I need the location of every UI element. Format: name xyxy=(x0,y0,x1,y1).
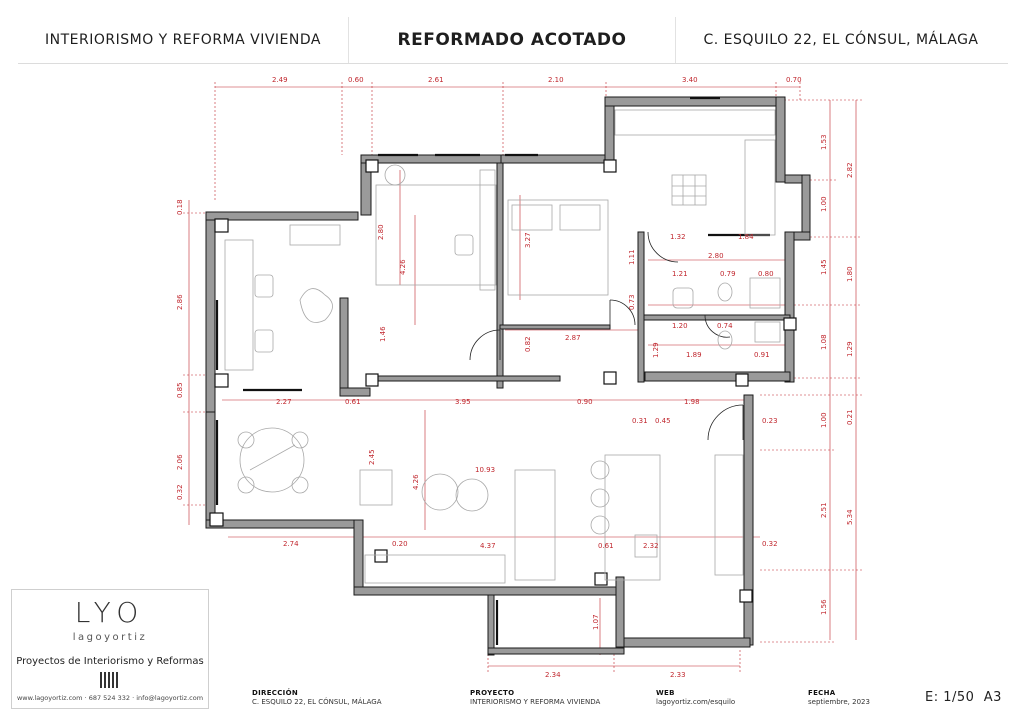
company-logo-block: LYO lagoyortiz Proyectos de Interiorismo… xyxy=(11,589,209,709)
dim-int-1: 2.80 xyxy=(377,224,385,240)
dim-int-4: 3.27 xyxy=(524,232,532,248)
dim-right-outer-4: 0.21 xyxy=(846,409,854,425)
dim-int-27: 0.23 xyxy=(762,417,778,425)
furniture xyxy=(224,109,781,584)
footer-direccion-value: C. ESQUILO 22, EL CÓNSUL, MÁLAGA xyxy=(252,698,382,706)
footer-web-value: lagoyortiz.com/esquilo xyxy=(656,698,736,706)
dim-right-inner-2: 1.00 xyxy=(820,196,828,212)
dim-int-25: 0.31 xyxy=(632,417,648,425)
dim-int-31: 2.74 xyxy=(283,540,299,548)
dim-int-2: 4.26 xyxy=(399,259,407,275)
dim-right-inner-4: 1.08 xyxy=(820,334,828,350)
footer-direccion: DIRECCIÓN C. ESQUILO 22, EL CÓNSUL, MÁLA… xyxy=(252,689,382,706)
dim-int-7: 0.82 xyxy=(524,336,532,352)
dim-right-outer-1: 2.82 xyxy=(846,162,854,178)
dim-top-5: 3.40 xyxy=(682,76,698,84)
dim-int-29: 10.93 xyxy=(475,466,495,474)
footer-fecha: FECHA septiembre, 2023 xyxy=(808,689,870,706)
dim-int-8: 2.87 xyxy=(565,334,581,342)
header-project-type: INTERIORISMO Y REFORMA VIVIENDA xyxy=(45,32,321,48)
dim-int-10: 1.84 xyxy=(738,233,754,241)
dim-right-inner-3: 1.45 xyxy=(820,259,828,275)
dim-left-4: 2.06 xyxy=(176,454,184,470)
dim-left-2: 2.86 xyxy=(176,294,184,310)
footer-proyecto-value: INTERIORISMO Y REFORMA VIVIENDA xyxy=(470,698,601,706)
dim-right-outer-3: 1.29 xyxy=(846,341,854,357)
walls xyxy=(205,96,811,656)
dim-top-1: 2.49 xyxy=(272,76,288,84)
footer-web: WEB lagoyortiz.com/esquilo xyxy=(656,689,735,706)
interior-dimension-labels: 2.80 4.26 1.46 3.27 1.11 0.73 0.82 2.87 … xyxy=(276,224,778,630)
dim-int-15: 1.20 xyxy=(672,322,688,330)
drawing-scale: E: 1/50 A3 xyxy=(925,690,1002,705)
footer-proyecto: PROYECTO INTERIORISMO Y REFORMA VIVIENDA xyxy=(470,689,600,706)
dim-int-22: 3.95 xyxy=(455,398,471,406)
dim-int-12: 1.21 xyxy=(672,270,688,278)
dim-right-inner-5: 1.00 xyxy=(820,412,828,428)
doors xyxy=(469,231,744,441)
dimension-labels: 2.49 0.60 2.61 2.10 3.40 0.70 2.34 2.33 … xyxy=(176,76,854,679)
dim-right-outer-2: 1.80 xyxy=(846,266,854,282)
windows xyxy=(215,96,770,645)
dim-right-inner-6: 2.51 xyxy=(820,502,828,518)
dim-top-3: 2.61 xyxy=(428,76,444,84)
dim-int-30: 4.26 xyxy=(412,474,420,490)
dim-int-17: 1.29 xyxy=(652,342,660,358)
dim-int-3: 1.46 xyxy=(379,326,387,342)
dim-top-6: 0.70 xyxy=(786,76,802,84)
footer-web-label: WEB xyxy=(656,689,675,697)
dim-int-9: 1.32 xyxy=(670,233,686,241)
dim-int-13: 0.79 xyxy=(720,270,736,278)
footer-fecha-label: FECHA xyxy=(808,689,836,697)
scale-value: E: 1/50 xyxy=(925,690,975,705)
dim-bottom-2: 2.33 xyxy=(670,671,686,679)
dim-int-37: 1.07 xyxy=(592,614,600,630)
logo-name: lagoyortiz xyxy=(72,632,148,643)
dim-top-2: 0.60 xyxy=(348,76,364,84)
title-block-header: INTERIORISMO Y REFORMA VIVIENDA REFORMAD… xyxy=(18,17,1008,64)
dim-int-11: 2.80 xyxy=(708,252,724,260)
dim-right-outer-5: 5.34 xyxy=(846,509,854,525)
dim-right-inner-1: 1.53 xyxy=(820,134,828,150)
dim-int-6: 0.73 xyxy=(628,294,636,310)
dim-int-21: 0.61 xyxy=(345,398,361,406)
dimension-lines xyxy=(183,82,862,672)
dim-int-36: 0.32 xyxy=(762,540,778,548)
dim-int-35: 2.32 xyxy=(643,542,659,550)
dim-int-34: 0.61 xyxy=(598,542,614,550)
paper-size: A3 xyxy=(983,690,1002,705)
footer-fecha-value: septiembre, 2023 xyxy=(808,698,870,706)
dim-int-19: 0.91 xyxy=(754,351,770,359)
dim-int-20: 2.27 xyxy=(276,398,292,406)
dim-right-inner-7: 1.56 xyxy=(820,599,828,615)
footer-proyecto-label: PROYECTO xyxy=(470,689,515,697)
dim-int-23: 0.90 xyxy=(577,398,593,406)
header-address: C. ESQUILO 22, EL CÓNSUL, MÁLAGA xyxy=(703,32,979,48)
header-drawing-title: REFORMADO ACOTADO xyxy=(348,17,676,63)
dim-left-3: 0.85 xyxy=(176,382,184,398)
dim-left-1: 0.18 xyxy=(176,199,184,215)
dim-int-26: 0.45 xyxy=(655,417,671,425)
logo-mark: LYO xyxy=(74,596,146,629)
dim-int-28: 2.45 xyxy=(368,449,376,465)
dim-int-18: 1.89 xyxy=(686,351,702,359)
dim-top-4: 2.10 xyxy=(548,76,564,84)
logo-tagline: Proyectos de Interiorismo y Reformas xyxy=(16,656,204,667)
logo-contact: www.lagoyortiz.com · 687 524 332 · info@… xyxy=(16,694,204,702)
dim-int-32: 0.20 xyxy=(392,540,408,548)
dim-int-16: 0.74 xyxy=(717,322,733,330)
dim-int-33: 4.37 xyxy=(480,542,496,550)
dim-int-14: 0.80 xyxy=(758,270,774,278)
qr-code-icon xyxy=(100,672,120,688)
dim-bottom-1: 2.34 xyxy=(545,671,561,679)
structural-columns xyxy=(209,159,797,603)
dim-int-5: 1.11 xyxy=(628,249,636,265)
dim-left-5: 0.32 xyxy=(176,484,184,500)
footer-direccion-label: DIRECCIÓN xyxy=(252,689,298,697)
dim-int-24: 1.98 xyxy=(684,398,700,406)
